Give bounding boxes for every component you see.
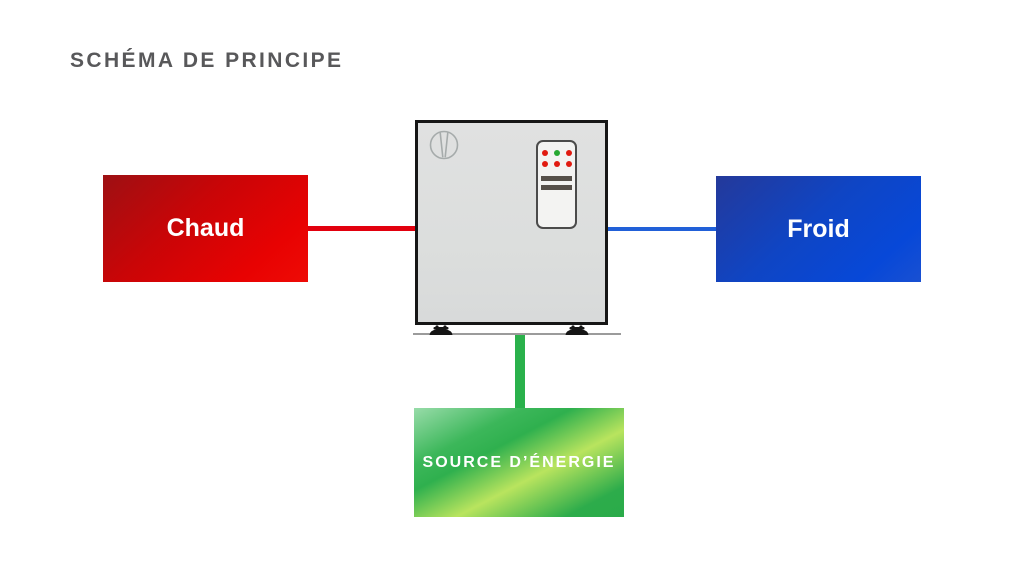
hot-box: Chaud	[103, 175, 308, 282]
energy-connector-line	[515, 334, 525, 409]
hot-connector-line	[308, 226, 415, 231]
vent-slot	[541, 176, 572, 181]
vent-slot	[541, 185, 572, 190]
indicator-dot-row	[541, 161, 572, 167]
unit-foot-icon	[429, 325, 453, 335]
indicator-dot	[553, 150, 560, 156]
cold-box: Froid	[716, 176, 921, 282]
indicator-dot	[541, 150, 548, 156]
control-panel	[536, 140, 577, 229]
ground-line	[413, 333, 621, 335]
indicator-dot-row	[541, 150, 572, 156]
indicator-dot	[541, 161, 548, 167]
indicator-dot	[565, 150, 572, 156]
cold-connector-line	[608, 227, 716, 231]
fan-logo-icon	[429, 130, 459, 160]
hot-box-label: Chaud	[166, 214, 245, 242]
energy-source-label: SOURCE D’ÉNERGIE	[422, 453, 616, 471]
unit-foot-icon	[565, 325, 589, 335]
heat-pump-unit	[415, 120, 608, 325]
indicator-dot	[565, 161, 572, 167]
page-title: SCHÉMA DE PRINCIPE	[70, 49, 344, 72]
energy-source-box: SOURCE D’ÉNERGIE	[414, 408, 624, 517]
indicator-dot	[553, 161, 560, 167]
cold-box-label: Froid	[787, 214, 850, 243]
